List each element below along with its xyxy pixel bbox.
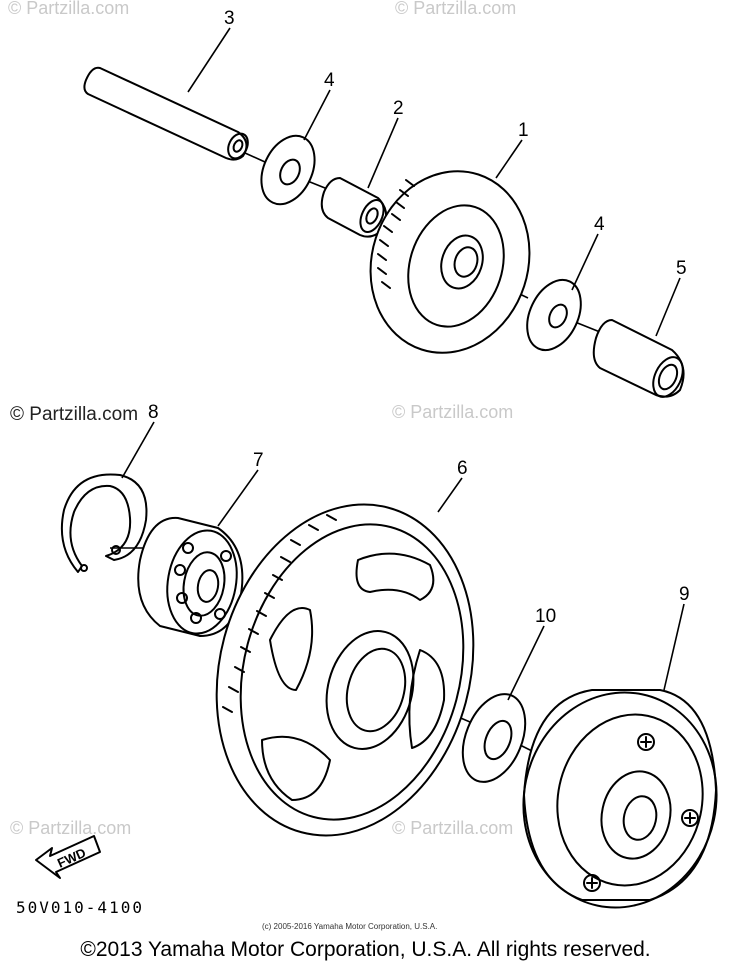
watermark-mid-left: © Partzilla.com [10,404,138,425]
axis-line [244,152,266,163]
leader-line-9 [663,603,685,691]
callout-2: 2 [393,98,404,119]
part-4-washer-lower [526,278,582,352]
fwd-arrow-icon: FWD [35,835,101,879]
leader-line-4a [303,89,331,141]
callout-10: 10 [535,606,556,627]
callout-4-upper: 4 [324,70,335,91]
part-4-washer-upper [260,134,316,206]
leader-line-10 [507,625,545,701]
watermark-top-left: © Partzilla.com [8,0,129,18]
part-10-washer [461,693,527,783]
leader-line-5 [655,277,681,337]
watermark-bottom-left: © Partzilla.com [10,818,131,838]
part-6-starter-wheel-gear [215,503,475,837]
callout-9: 9 [679,584,690,605]
part-7-bearing [137,516,244,637]
part-9-clutch-housing [522,689,718,909]
callout-7: 7 [253,450,264,471]
part-2-collar [320,177,388,238]
leader-line-2 [367,117,399,189]
callout-1: 1 [518,120,529,141]
small-copyright: (c) 2005-2016 Yamaha Motor Corporation, … [262,922,437,931]
fwd-label: FWD [55,845,88,871]
leader-line-7 [217,469,259,527]
part-3-shaft [83,66,249,161]
leader-line-8 [121,421,155,479]
part-1-idler-gear [369,170,531,354]
diagram-part-code: 50V010-4100 [16,898,144,917]
callout-8: 8 [148,402,159,423]
leader-line-3 [187,27,231,93]
watermark-bottom-right: © Partzilla.com [392,818,513,838]
callout-5: 5 [676,258,687,279]
leader-line-1 [495,139,523,179]
callout-6: 6 [457,458,468,479]
part-5-sleeve [592,319,685,398]
axis-line [574,321,601,333]
callout-4-lower: 4 [594,214,605,235]
watermark-top-right: © Partzilla.com [395,0,516,18]
part-8-circlip [60,473,148,573]
watermark-mid-right: © Partzilla.com [392,402,513,422]
callout-3: 3 [224,8,235,29]
copyright-footer: ©2013 Yamaha Motor Corporation, U.S.A. A… [80,938,651,961]
leader-line-6 [437,477,463,513]
leader-line-4b [571,233,599,291]
